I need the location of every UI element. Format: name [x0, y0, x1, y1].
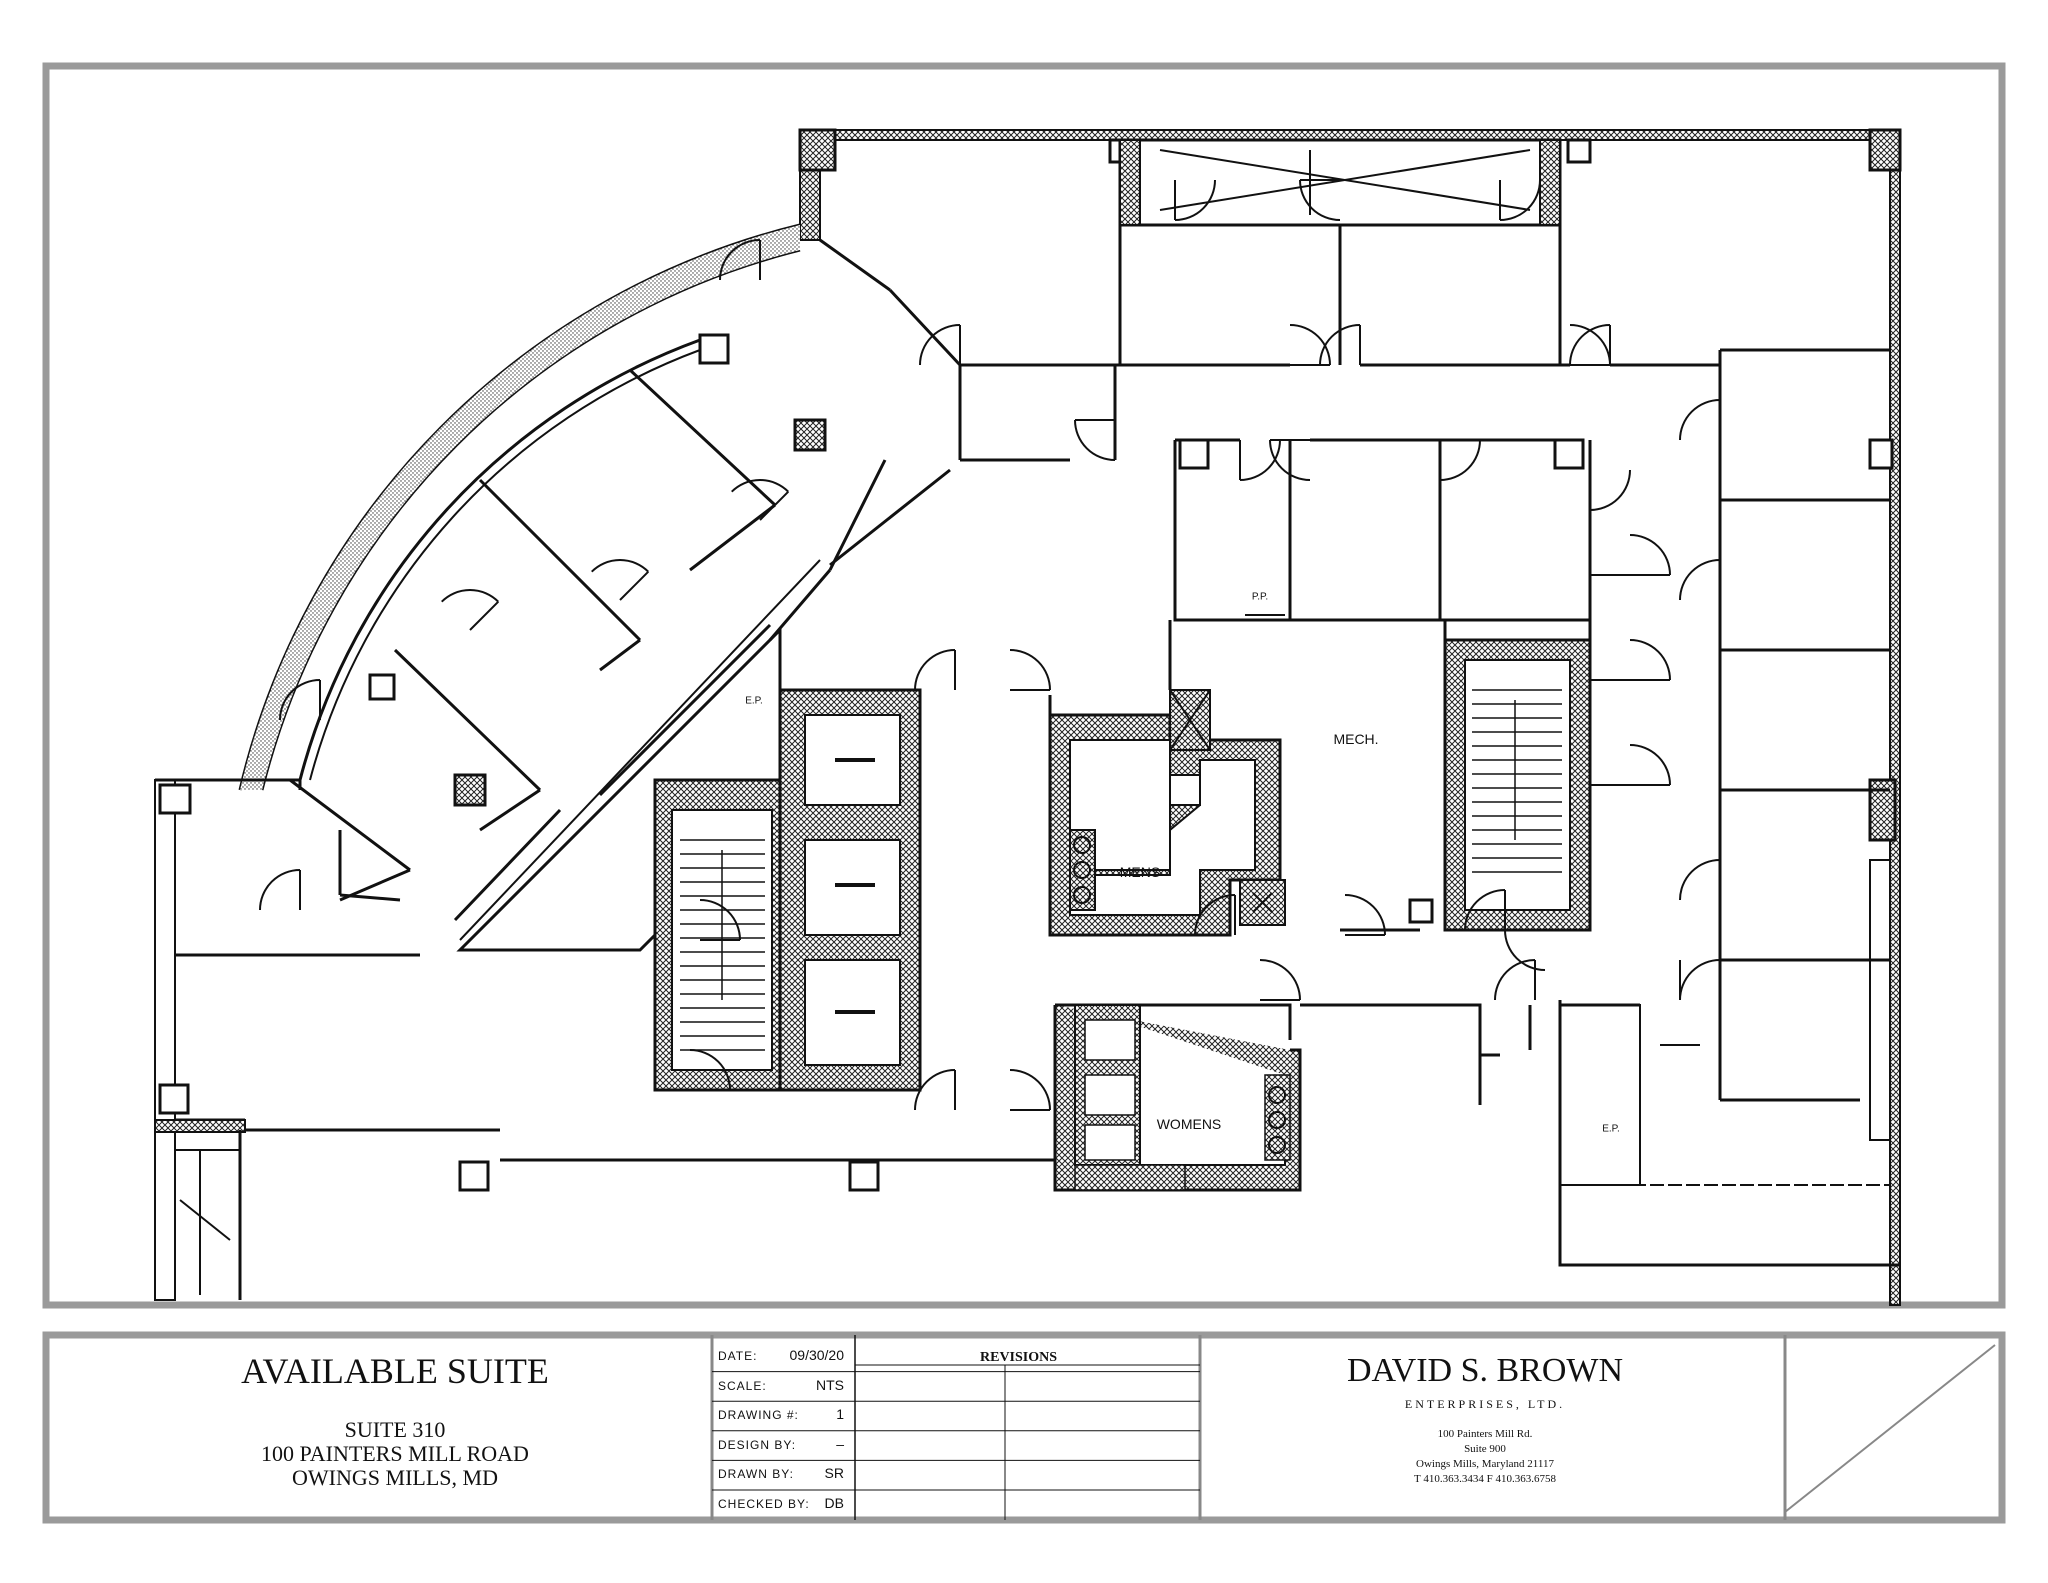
field-label: DESIGN BY: [718, 1437, 797, 1452]
project-suite: SUITE 310 [344, 1417, 446, 1442]
company-subtitle: ENTERPRISES, LTD. [1404, 1397, 1566, 1411]
field-value: DB [824, 1495, 844, 1511]
drawing-frame [42, 62, 2006, 1309]
field-value: 09/30/20 [789, 1347, 845, 1363]
project-city: OWINGS MILLS, MD [292, 1465, 498, 1490]
company-city: Owings Mills, Maryland 21117 [1416, 1458, 1554, 1470]
mens-restroom [1048, 689, 1286, 937]
field-value: SR [824, 1465, 844, 1482]
company-phone: T 410.363.3434 F 410.363.6758 [1414, 1473, 1556, 1485]
company-street: 100 Painters Mill Rd. [1437, 1428, 1533, 1440]
field-value: 1 [836, 1406, 844, 1423]
electrical-panel-label-lower: E.P. [1602, 1123, 1620, 1135]
right-stair-core [1443, 638, 1592, 932]
company-name: DAVID S. BROWN [1346, 1352, 1624, 1389]
elevator-core [778, 688, 922, 1092]
pp-label: P.P. [1251, 591, 1269, 603]
revisions-heading: REVISIONS [980, 1350, 1058, 1365]
top-offices [819, 138, 1890, 462]
field-label: SCALE: [718, 1378, 767, 1393]
field-label: DATE: [718, 1349, 758, 1363]
mens-restroom-label: MENS [1119, 864, 1161, 880]
electrical-panel-label-upper: E.P. [745, 695, 763, 707]
door-swings [259, 179, 1721, 1111]
field-label: DRAWING #: [718, 1408, 799, 1423]
mech-room-label: MECH. [1333, 731, 1379, 747]
womens-restroom [1053, 1003, 1641, 1192]
company-suite: Suite 900 [1464, 1443, 1506, 1455]
field-value: NTS [816, 1376, 844, 1393]
right-offices [1718, 350, 1891, 1141]
project-address: 100 PAINTERS MILL ROAD [261, 1441, 529, 1466]
field-label: DRAWN BY: [718, 1467, 794, 1482]
field-label: CHECKED BY: [718, 1497, 810, 1511]
womens-restroom-label: WOMENS [1156, 1116, 1222, 1132]
field-value: – [836, 1435, 844, 1452]
left-stair-core [653, 778, 787, 1092]
lower-left-office [175, 830, 420, 1295]
title-block-frame [42, 1331, 2006, 1524]
exterior-walls [154, 129, 1901, 1306]
project-heading: AVAILABLE SUITE [241, 1351, 549, 1391]
title-block-grid [710, 1335, 1996, 1520]
